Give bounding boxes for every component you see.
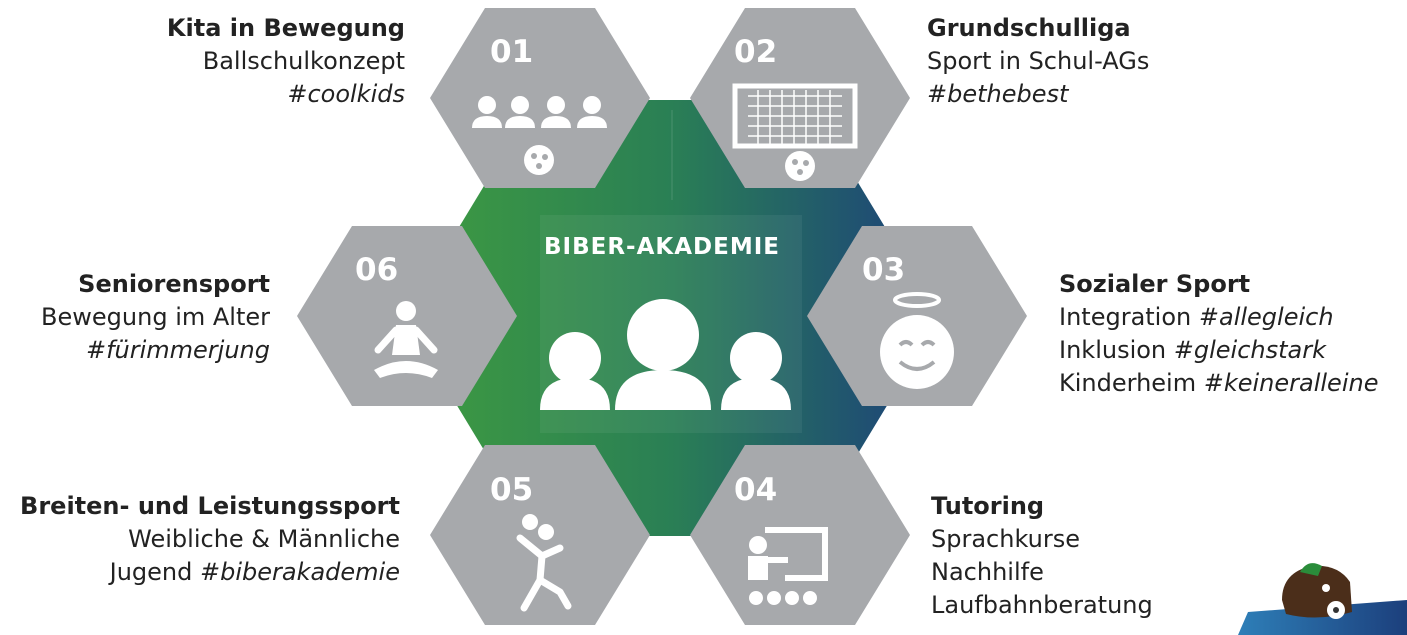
hexagon-01: 01 xyxy=(430,8,650,188)
hex-03-number: 03 xyxy=(862,252,905,288)
program-06-text: Seniorensport Bewegung im Alter #fürimme… xyxy=(41,268,270,367)
program-02-title: Grundschulliga xyxy=(927,14,1131,42)
hex-06-number: 06 xyxy=(355,252,398,288)
program-04-title: Tutoring xyxy=(931,492,1045,520)
program-01-text: Kita in Bewegung Ballschulkonzept #coolk… xyxy=(167,12,405,111)
program-05-text: Breiten- und Leistungssport Weibliche & … xyxy=(20,490,400,589)
hexagon-06: 06 xyxy=(297,226,517,406)
program-03-line3: Kinderheim xyxy=(1059,369,1204,397)
program-06-tag: #fürimmerjung xyxy=(85,336,270,364)
program-01-tag: #coolkids xyxy=(287,80,405,108)
hex-02-number: 02 xyxy=(734,34,777,70)
program-05-line2: Jugend xyxy=(109,558,200,586)
program-03-tag3: #keineralleine xyxy=(1203,369,1379,397)
smiling-angel-face-icon xyxy=(880,292,954,389)
hex-04-number: 04 xyxy=(734,472,777,508)
program-06-line: Bewegung im Alter xyxy=(41,303,270,331)
program-06-title: Seniorensport xyxy=(78,270,270,298)
program-03-title: Sozialer Sport xyxy=(1059,270,1251,298)
program-04-line2: Nachhilfe xyxy=(931,558,1044,586)
hex-05-number: 05 xyxy=(490,472,533,508)
beaver-mascot-logo-icon xyxy=(1238,563,1407,635)
hexagon-03: 03 xyxy=(807,226,1027,406)
program-05-tag: #biberakademie xyxy=(199,558,400,586)
program-03-tag2: #gleichstark xyxy=(1173,336,1327,364)
program-04-text: Tutoring Sprachkurse Nachhilfe Laufbahnb… xyxy=(931,490,1153,622)
program-02-text: Grundschulliga Sport in Schul-AGs #bethe… xyxy=(927,12,1149,111)
hex-01-number: 01 xyxy=(490,34,533,70)
group-of-people-with-ball-icon xyxy=(472,96,607,175)
meditating-person-icon xyxy=(374,301,438,378)
hexagon-04: 04 xyxy=(690,445,910,625)
hexagon-05: 05 xyxy=(430,445,650,625)
program-01-title: Kita in Bewegung xyxy=(166,14,405,42)
teacher-at-board-icon xyxy=(748,527,828,605)
hexagon-02: 02 xyxy=(690,8,910,188)
program-03-line2: Inklusion xyxy=(1059,336,1174,364)
program-02-line: Sport in Schul-AGs xyxy=(927,47,1150,75)
program-04-line1: Sprachkurse xyxy=(931,525,1080,553)
program-03-line1: Integration xyxy=(1059,303,1199,331)
academy-people-icon xyxy=(540,299,791,410)
program-05-line1: Weibliche & Männliche xyxy=(128,525,400,553)
program-03-tag1: #allegleich xyxy=(1198,303,1334,331)
program-03-text: Sozialer Sport Integration #allegleich I… xyxy=(1059,268,1378,400)
program-02-tag: #bethebest xyxy=(927,80,1069,108)
center-title: BIBER-AKADEMIE xyxy=(544,234,780,260)
program-05-title: Breiten- und Leistungssport xyxy=(20,492,400,520)
soccer-goal-with-ball-icon xyxy=(732,83,858,149)
program-04-line3: Laufbahnberatung xyxy=(931,591,1153,619)
handball-player-icon xyxy=(516,514,572,612)
program-01-line: Ballschulkonzept xyxy=(202,47,405,75)
